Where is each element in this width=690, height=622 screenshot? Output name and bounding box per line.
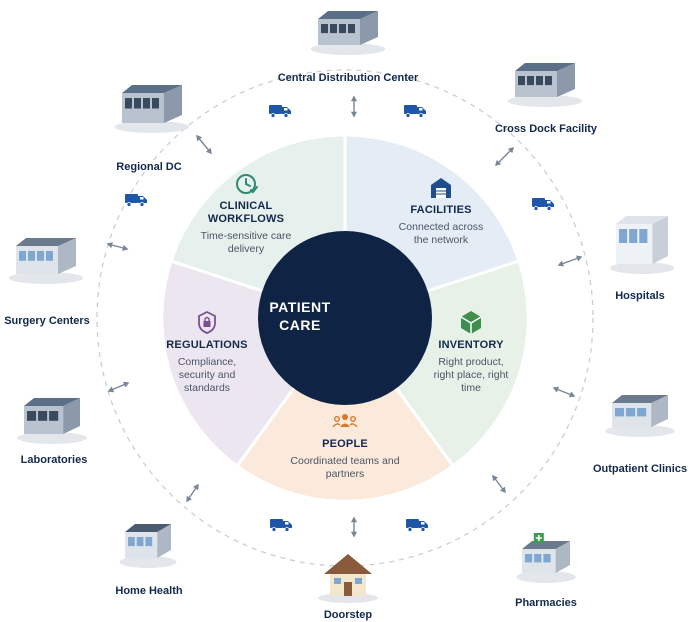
people-title: PEOPLE	[322, 438, 368, 451]
truck-icon	[532, 198, 554, 211]
truck-icon	[270, 519, 292, 532]
clinical-workflows-desc: Time-sensitive care delivery	[201, 230, 292, 256]
laboratory-illustration	[17, 398, 87, 444]
node-label-pharmacies: Pharmacies	[515, 597, 577, 609]
inventory-desc-line-2: right place, right	[433, 369, 509, 381]
truck-icon	[125, 194, 147, 207]
pharmacy-illustration	[516, 533, 576, 583]
connector-arrow-icon	[494, 146, 515, 167]
center-line-1: PATIENT	[269, 299, 331, 315]
truck-icon	[406, 519, 428, 532]
outpatient-clinic-illustration	[605, 395, 675, 437]
cube-icon	[460, 311, 482, 334]
connector-arrow-icon	[350, 516, 358, 538]
cross-dock-facility-illustration	[507, 63, 583, 107]
facilities-desc: Connected across the network	[399, 221, 484, 247]
shield-lock-icon	[198, 310, 216, 334]
home-health-illustration	[119, 524, 177, 568]
node-label-surgery-centers: Surgery Centers	[4, 315, 90, 327]
node-label-cross-dock-facility: Cross Dock Facility	[494, 123, 598, 135]
people-desc-line-1: Coordinated teams and	[290, 455, 400, 467]
connector-arrow-icon	[492, 474, 506, 494]
node-label-hospitals: Hospitals	[615, 290, 665, 302]
clinical-desc-line-2: delivery	[227, 243, 265, 255]
hospital-illustration	[609, 216, 675, 274]
patient-care-label: PATIENT CARE	[255, 298, 345, 334]
connector-arrow-icon	[552, 386, 576, 398]
node-label-outpatient-clinics: Outpatient Clinics	[592, 463, 688, 475]
inventory-desc-line-3: time	[461, 382, 481, 394]
inventory-desc-line-1: Right product,	[438, 356, 504, 368]
node-label-home-health: Home Health	[115, 585, 183, 597]
connector-arrow-icon	[350, 95, 358, 118]
center-line-2: CARE	[279, 317, 321, 333]
node-label-central-distribution-center: Central Distribution Center	[277, 72, 419, 84]
regulations-desc: Compliance, security and standards	[178, 356, 236, 395]
clinical-desc-line-1: Time-sensitive care	[200, 230, 292, 242]
regulations-desc-line-2: security and	[178, 369, 236, 381]
facilities-desc-line-2: the network	[413, 234, 469, 246]
surgery-center-illustration	[8, 238, 84, 284]
patient-care-circle	[258, 231, 432, 405]
people-title-line-1: PEOPLE	[322, 438, 368, 450]
node-label-doorstep: Doorstep	[323, 609, 373, 621]
regulations-desc-line-3: standards	[183, 382, 231, 394]
doorstep-house-illustration	[318, 554, 378, 603]
inventory-title: INVENTORY	[438, 339, 503, 352]
truck-icon	[404, 105, 426, 118]
people-icon	[332, 414, 358, 428]
connector-arrow-icon	[186, 483, 199, 503]
central-distribution-center-illustration	[310, 11, 386, 55]
connector-arrow-icon	[557, 255, 583, 267]
clinical-workflows-title: CLINICAL WORKFLOWS	[208, 200, 284, 226]
clinical-title-line-2: WORKFLOWS	[207, 213, 285, 225]
facilities-title: FACILITIES	[410, 204, 471, 217]
people-desc-line-2: partners	[325, 468, 365, 480]
people-desc: Coordinated teams and partners	[290, 455, 399, 481]
inventory-desc: Right product, right place, right time	[434, 356, 509, 395]
network-ring	[96, 69, 594, 567]
facilities-desc-line-1: Connected across	[398, 221, 484, 233]
node-label-regional-dc: Regional DC	[116, 161, 182, 173]
facilities-title-line-1: FACILITIES	[410, 204, 472, 216]
regulations-title: REGULATIONS	[166, 339, 247, 352]
clinical-title-line-1: CLINICAL	[219, 200, 273, 212]
regulations-desc-line-1: Compliance,	[177, 356, 237, 368]
connector-arrow-icon	[107, 381, 130, 393]
connector-arrow-icon	[106, 242, 129, 251]
regional-dc-illustration	[114, 85, 190, 133]
connector-arrow-icon	[196, 134, 212, 155]
regulations-title-line-1: REGULATIONS	[166, 339, 248, 351]
clock-check-icon	[236, 174, 258, 194]
segment-people	[234, 315, 456, 503]
truck-icon	[269, 105, 291, 118]
inventory-title-line-1: INVENTORY	[438, 339, 504, 351]
warehouse-icon	[431, 178, 451, 198]
node-label-laboratories: Laboratories	[20, 454, 88, 466]
